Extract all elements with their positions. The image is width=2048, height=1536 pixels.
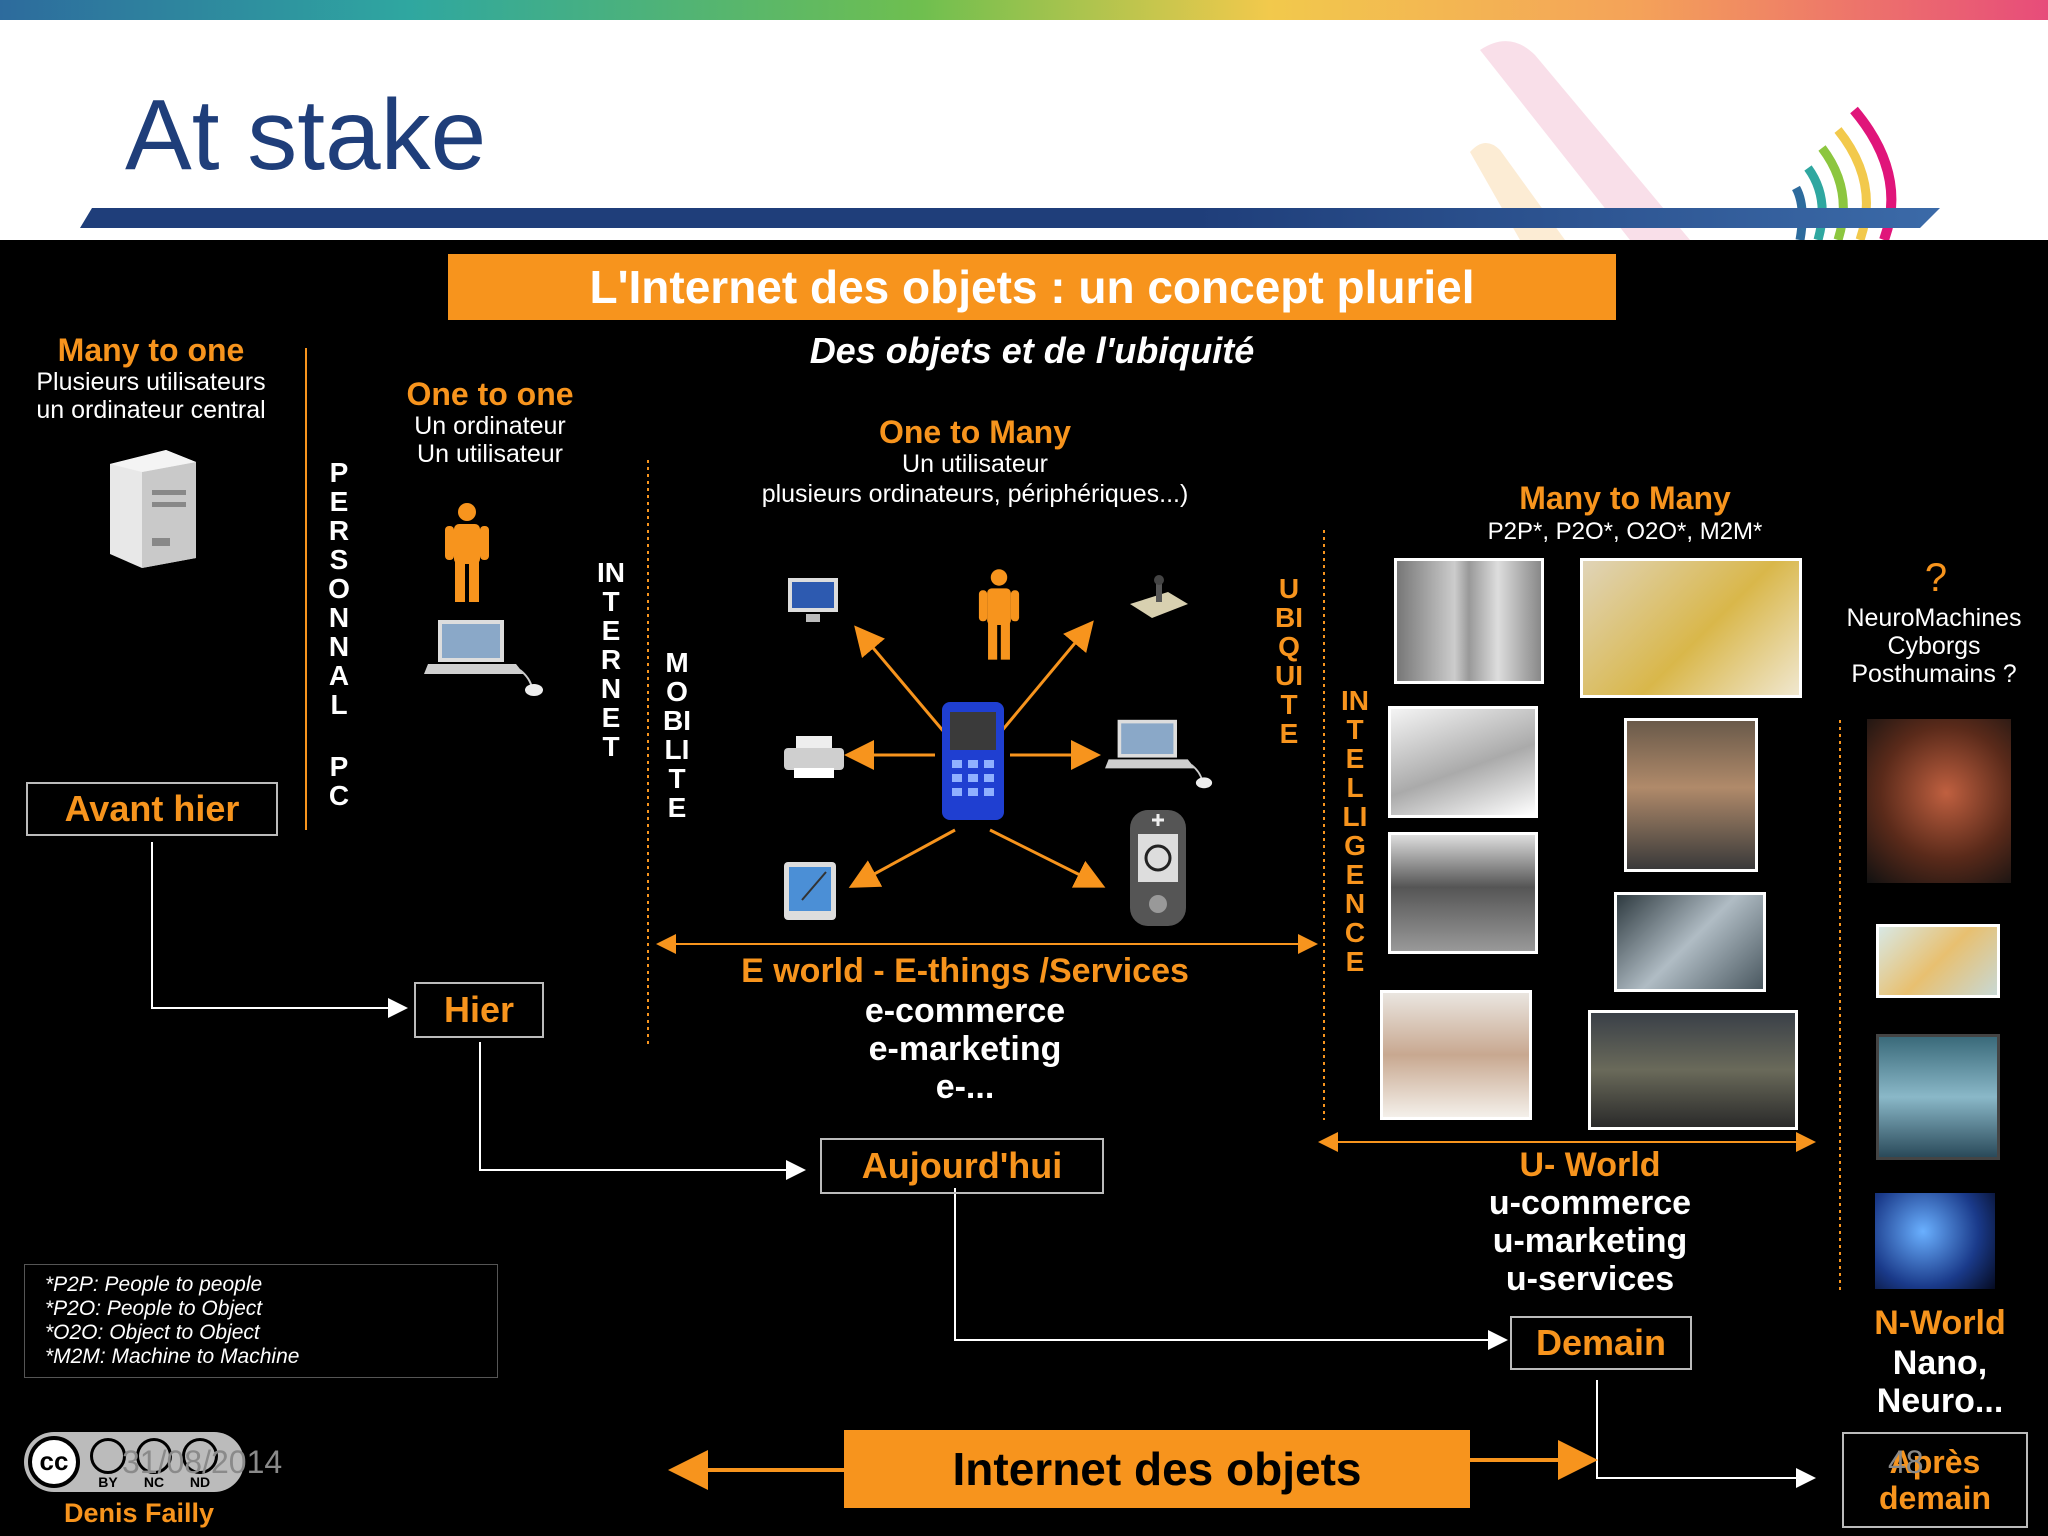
footnotes-box: *P2P: People to people *P2O: People to O… <box>24 1264 498 1378</box>
license-author: Denis Failly <box>64 1498 215 1528</box>
joystick-icon <box>1130 575 1188 618</box>
street-scene-photo <box>1588 1010 1798 1130</box>
cc-nc-icon <box>136 1438 172 1474</box>
title-rule <box>80 208 1940 228</box>
monitor-icon <box>788 578 838 622</box>
footnote-p2p: *P2P: People to people <box>45 1273 263 1296</box>
hier-box: Hier <box>414 982 544 1038</box>
e-world-line1: e-commerce <box>864 992 1066 1030</box>
future-line1: NeuroMachines <box>1846 604 2022 632</box>
vertical-label-pc: PC <box>328 751 350 811</box>
one-to-one-line1: Un ordinateur <box>414 412 566 440</box>
footnote-o2o: *O2O: Object to Object <box>45 1321 260 1344</box>
many-to-one-title: Many to one <box>57 332 245 368</box>
connector-lines <box>151 348 1841 1490</box>
printer-icon <box>784 736 844 778</box>
e-world-title: E world - E-things /Services <box>741 952 1189 990</box>
many-to-many-title: Many to Many <box>1519 480 1731 516</box>
person-icon <box>445 503 489 602</box>
footnote-m2m: *M2M: Machine to Machine <box>45 1345 300 1368</box>
mainframe-server-icon <box>110 450 196 568</box>
one-to-many-line2: plusieurs ordinateurs, périphériques...) <box>761 480 1189 508</box>
footnote-p2o: *P2O: People to Object <box>45 1297 263 1320</box>
avant-hier-box: Avant hier <box>26 782 278 836</box>
cc-by-icon <box>90 1438 126 1474</box>
one-to-one-title: One to one <box>406 376 574 412</box>
aujourdhui-box: Aujourd'hui <box>820 1138 1104 1194</box>
cc-logo-icon: cc <box>28 1436 80 1488</box>
top-color-bar <box>0 0 2048 20</box>
one-to-many-line1: Un utilisateur <box>902 450 1048 478</box>
man-headset-photo <box>1624 718 1758 872</box>
future-line3: Posthumains ? <box>1851 660 2017 688</box>
u-world-line3: u-services <box>1505 1260 1675 1298</box>
iot-diagram: L'Internet des objets : un concept pluri… <box>0 240 2048 1536</box>
vertical-label-personnal: PERSONNAL <box>328 457 350 720</box>
neuron-photo <box>1876 1034 2000 1160</box>
many-to-one-line1: Plusieurs utilisateurs <box>36 368 266 396</box>
e-world-line2: e-marketing <box>868 1030 1062 1068</box>
mobile-phone-icon <box>942 702 1004 820</box>
bottom-banner: Internet des objets <box>844 1430 1470 1508</box>
cc-license-badge: cc BY NC ND <box>24 1432 244 1492</box>
cc-term-by: BY <box>98 1474 118 1490</box>
laptop-icon <box>424 620 543 696</box>
n-world-line2: Neuro... <box>1876 1382 2004 1420</box>
u-world-title: U- World <box>1519 1146 1661 1184</box>
person-icon <box>978 569 1020 660</box>
e-world-line3: e-... <box>935 1068 995 1106</box>
future-line2: Cyborgs <box>1887 632 1981 660</box>
diagram-subtitle: Des objets et de l'ubiquité <box>809 330 1255 371</box>
apres-demain-box: Après demain <box>1842 1432 2028 1528</box>
smart-shoe-photo <box>1388 706 1538 818</box>
one-to-many-title: One to Many <box>878 414 1071 450</box>
vertical-label-ubiquite: UBIQUITE <box>1275 573 1303 749</box>
laptop-icon <box>1105 719 1213 789</box>
coffee-machine-photo <box>1388 832 1538 954</box>
dna-photo <box>1876 924 2000 998</box>
slide-title: At stake <box>125 79 487 191</box>
question-mark: ? <box>1924 556 1948 600</box>
robot-hand-photo <box>1614 892 1766 992</box>
n-world-title: N-World <box>1874 1304 2006 1342</box>
gps-device-icon <box>1130 810 1186 926</box>
cc-nd-icon <box>182 1438 218 1474</box>
vertical-label-mobilite: MOBILITE <box>663 647 691 823</box>
n-world-line1: Nano, <box>1892 1344 1988 1382</box>
demain-box: Demain <box>1510 1316 1692 1370</box>
cc-term-nd: ND <box>189 1474 211 1490</box>
slide-page-number: 48 <box>1888 1444 1924 1480</box>
many-to-many-line1: P2P*, P2O*, O2O*, M2M* <box>1487 518 1763 545</box>
nano-sphere-photo <box>1872 1190 1998 1292</box>
u-world-line2: u-marketing <box>1492 1222 1688 1260</box>
tablet-icon <box>784 862 836 920</box>
cyborg-photo <box>1864 716 2014 886</box>
woman-touchscreen-photo <box>1580 558 1802 698</box>
diagram-banner: L'Internet des objets : un concept pluri… <box>448 254 1616 320</box>
banner-text: L'Internet des objets : un concept pluri… <box>589 261 1475 313</box>
vertical-label-internet: INTERNET <box>597 557 625 762</box>
apres-demain-line2: demain <box>1878 1480 1992 1516</box>
u-world-line1: u-commerce <box>1488 1184 1692 1222</box>
refrigerator-photo <box>1394 558 1544 684</box>
many-to-one-line2: un ordinateur central <box>36 396 266 424</box>
vertical-label-intelligence: INTELLIGENCE <box>1341 685 1369 977</box>
office-people-photo <box>1380 990 1532 1120</box>
apres-demain-line1: Après <box>1889 1444 1981 1480</box>
one-to-one-line2: Un utilisateur <box>417 440 563 468</box>
cc-term-nc: NC <box>143 1474 165 1490</box>
slide-date: 31/08/2014 <box>122 1444 283 1480</box>
bottom-banner-text: Internet des objets <box>952 1443 1362 1495</box>
